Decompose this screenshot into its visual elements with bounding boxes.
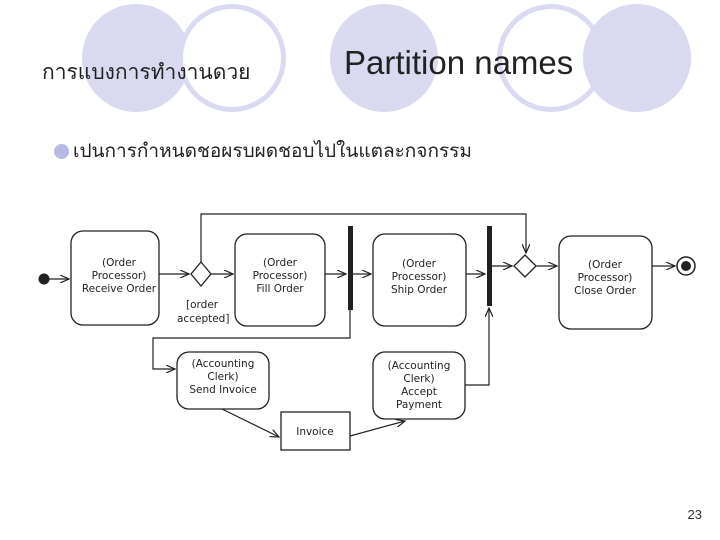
label-line: Processor) — [578, 272, 633, 284]
join-bar — [487, 226, 492, 306]
bullet-text: เปนการกำหนดชอผรบผดชอบไปในแตละกจกรรม — [73, 140, 472, 162]
label-ship-order: (Order Processor) Ship Order — [391, 258, 448, 296]
bullet-icon — [54, 143, 69, 159]
label-line: Clerk) — [207, 371, 238, 383]
activity-fill-order — [234, 233, 326, 327]
activity-close-order — [558, 235, 653, 330]
object-invoice — [280, 411, 351, 451]
label-line: (Order — [588, 259, 623, 271]
label-line: Processor) — [392, 271, 447, 283]
label-line: Accept — [401, 386, 437, 398]
label-send-invoice: (Accounting Clerk) Send Invoice — [189, 358, 256, 396]
label-line: (Accounting — [192, 358, 255, 370]
activity-receive-order — [70, 230, 160, 326]
decision-diamond-2 — [513, 254, 537, 278]
flow-send-invoice-to-invoice — [221, 408, 279, 437]
label-line: Processor) — [92, 270, 147, 282]
label-line: Clerk) — [403, 373, 434, 385]
label-fill-order: (Order Processor) Fill Order — [253, 257, 308, 295]
flow-fork-to-send-invoice — [152, 310, 351, 369]
svg-text:accepted]: accepted] — [177, 313, 229, 325]
label-line: (Accounting — [388, 360, 451, 372]
label-close-order: (Order Processor) Close Order — [574, 259, 636, 297]
label-line: (Order — [102, 257, 137, 269]
fork-bar — [348, 226, 353, 310]
label-line: Close Order — [574, 285, 636, 297]
flow-decision-bypass — [200, 213, 526, 262]
label-line: Fill Order — [256, 283, 304, 295]
decor-circle-3 — [330, 4, 438, 112]
activity-ship-order — [372, 233, 467, 327]
slide-title-english: Partition names — [344, 44, 574, 81]
label-line: (Order — [402, 258, 437, 270]
label-line: (Order — [263, 257, 298, 269]
svg-text:[order: [order — [186, 299, 219, 311]
initial-node — [38, 273, 50, 285]
guard-line-2: accepted] — [177, 313, 229, 325]
flow-invoice-to-accept-payment — [349, 421, 405, 437]
label-line: Receive Order — [82, 283, 157, 295]
label-line: Processor) — [253, 270, 308, 282]
decor-circle-2 — [178, 4, 286, 112]
label-line: Ship Order — [391, 284, 448, 296]
bullet-point: เปนการกำหนดชอผรบผดชอบไปในแตละกจกรรม — [54, 136, 472, 166]
page-number: 23 — [687, 507, 702, 522]
decision-diamond-1 — [190, 260, 212, 288]
flow-accept-payment-to-join — [465, 308, 489, 386]
decor-circle-5 — [583, 4, 691, 112]
slide-title-thai: การแบงการทำงานดวย — [42, 60, 251, 84]
guard-label: [order accepted] — [177, 299, 229, 325]
label-line: Payment — [396, 399, 442, 411]
label-receive-order: (Order Processor) Receive Order — [82, 257, 157, 295]
label-invoice: Invoice — [296, 426, 334, 438]
decor-circle-1 — [82, 4, 190, 112]
final-node — [676, 256, 696, 276]
label-accept-payment: (Accounting Clerk) Accept Payment — [388, 360, 451, 411]
guard-line-1: [order — [186, 299, 219, 311]
label-line: Send Invoice — [189, 384, 256, 396]
